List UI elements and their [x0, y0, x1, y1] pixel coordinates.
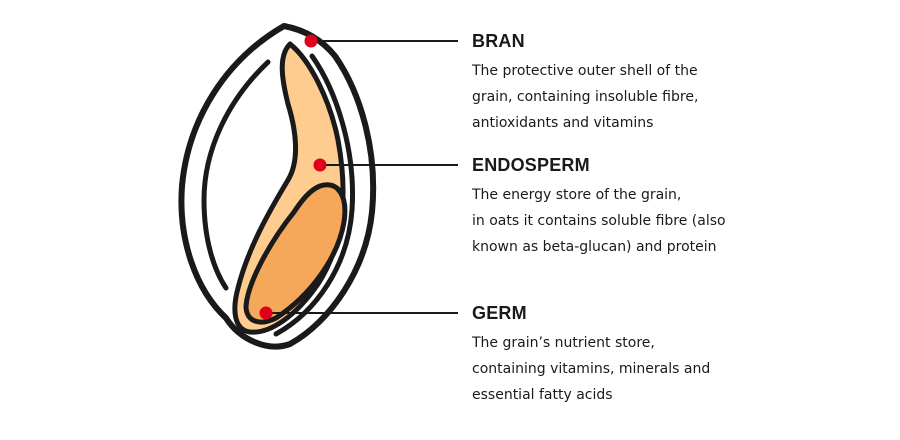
bran-outer-outline	[178, 23, 377, 350]
germ-title: GERM	[472, 303, 527, 323]
germ-marker	[259, 306, 273, 320]
bran-label-block: BRAN The protective outer shell of the g…	[472, 30, 772, 136]
bran-inner-left-curve	[201, 59, 271, 291]
germ-label-block: GERM The grain’s nutrient store, contain…	[472, 302, 772, 408]
endosperm-label-block: ENDOSPERM The energy store of the grain,…	[472, 154, 772, 260]
bran-description: The protective outer shell of the grain,…	[472, 58, 772, 136]
bran-title: BRAN	[472, 31, 525, 51]
endosperm-title: ENDOSPERM	[472, 155, 590, 175]
bran-description-line: The protective outer shell of the	[472, 63, 698, 79]
endosperm-description-line: known as beta-glucan) and protein	[472, 239, 717, 255]
bran-inner-right-curve	[273, 53, 356, 337]
germ-description-line: containing vitamins, minerals and	[472, 361, 711, 377]
endosperm-description-line: in oats it contains soluble fibre (also	[472, 213, 726, 229]
germ-description-line: essential fatty acids	[472, 387, 613, 403]
endosperm-marker	[313, 158, 327, 172]
bran-description-line: antioxidants and vitamins	[472, 115, 654, 131]
germ-shape	[243, 182, 348, 325]
germ-description-line: The grain’s nutrient store,	[472, 335, 655, 351]
endosperm-description-line: The energy store of the grain,	[472, 187, 682, 203]
bran-description-line: grain, containing insoluble fibre,	[472, 89, 699, 105]
endosperm-description: The energy store of the grain, in oats i…	[472, 182, 772, 260]
germ-description: The grain’s nutrient store, containing v…	[472, 330, 772, 408]
bran-marker	[304, 34, 318, 48]
